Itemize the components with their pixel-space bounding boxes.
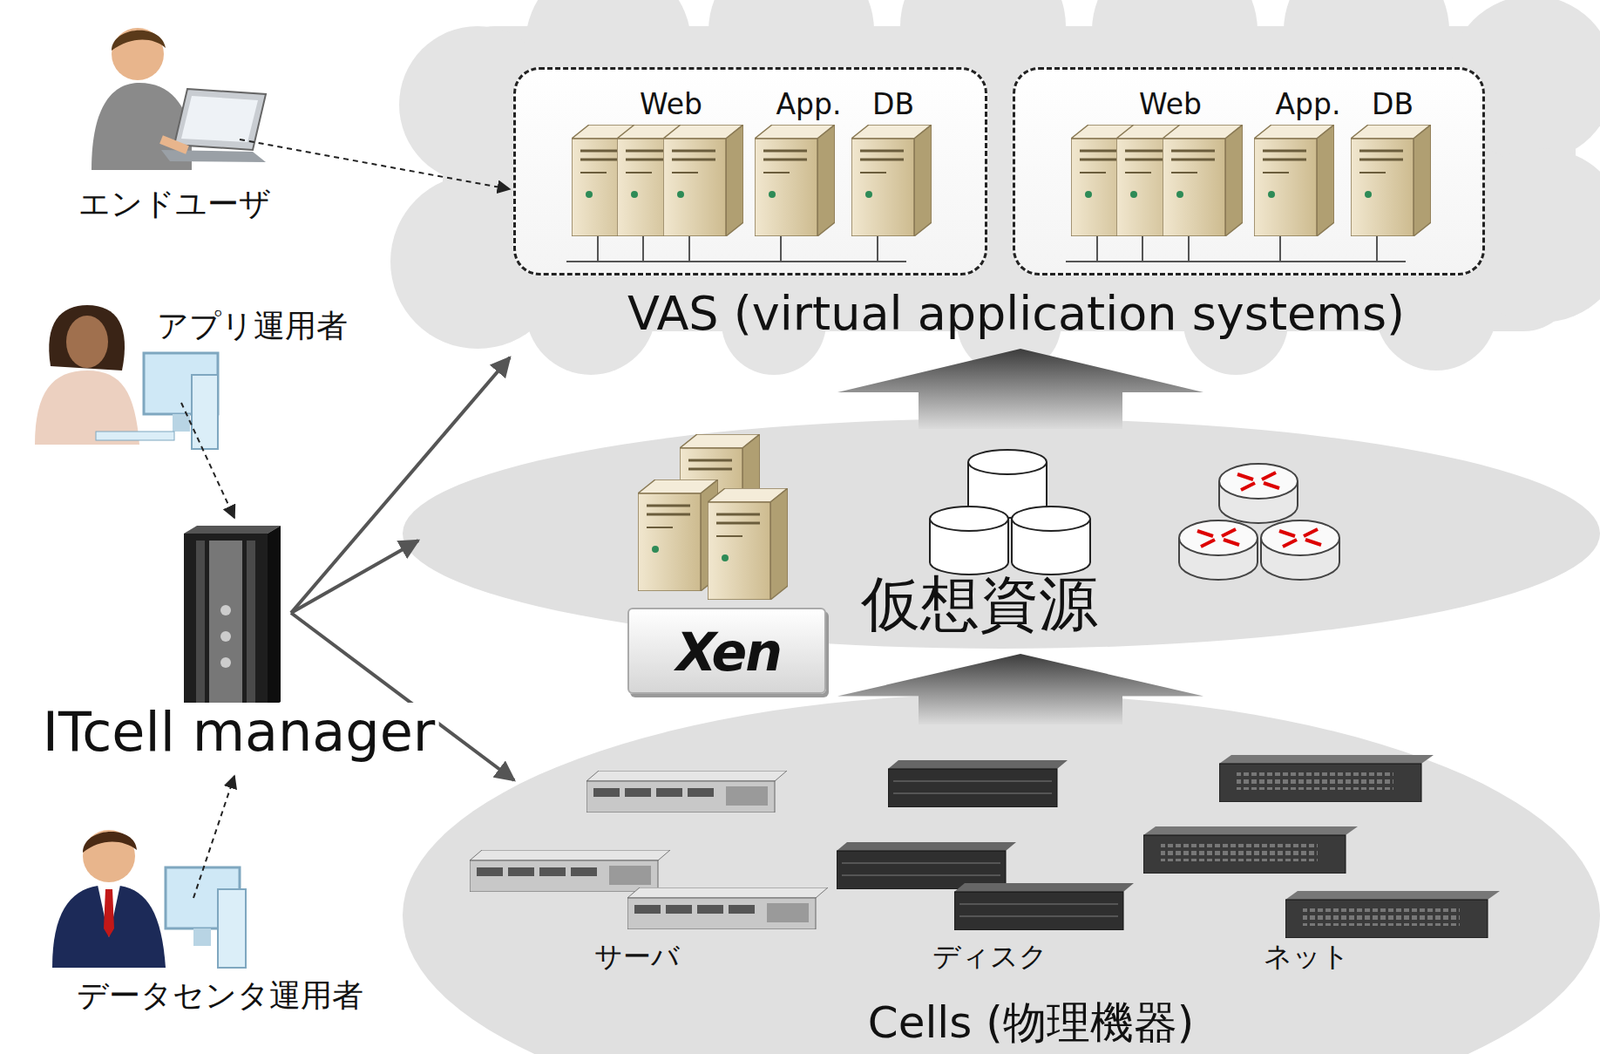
node-label: DB bbox=[1371, 88, 1414, 121]
user-figure: データセンタ運用者 bbox=[34, 810, 410, 1020]
node-label: ITcell manager bbox=[39, 702, 440, 762]
device-label: サーバ bbox=[594, 941, 680, 972]
manager-node: ITcell manager bbox=[6, 521, 478, 773]
xen-logo: Xen bbox=[627, 607, 827, 694]
node-label: データセンタ運用者 bbox=[76, 977, 364, 1013]
device-label: ネット bbox=[1263, 941, 1350, 972]
node-label: Web bbox=[1138, 88, 1202, 121]
cloud-region: VAS (virtual application systems) Web App.… bbox=[407, 0, 1600, 362]
connector-arrow bbox=[181, 402, 235, 518]
node-label: Cells (物理機器) bbox=[867, 998, 1194, 1047]
resource-layer: 仮想資源Xen bbox=[402, 418, 1600, 649]
manager-rack bbox=[183, 525, 281, 710]
node-label: Xen bbox=[676, 623, 781, 681]
connector-arrow bbox=[291, 540, 419, 613]
node-label: App. bbox=[776, 88, 842, 121]
vas-group: Web App. DB bbox=[1012, 67, 1485, 276]
connector-arrow bbox=[193, 775, 235, 898]
end-user-figure bbox=[91, 27, 266, 170]
user-figure: アプリ運用者 bbox=[26, 300, 393, 458]
node-label: VAS (virtual application systems) bbox=[627, 287, 1405, 339]
dc-operator-figure bbox=[52, 829, 246, 968]
vas-group: Web App. DB bbox=[513, 67, 988, 276]
node-label: アプリ運用者 bbox=[156, 308, 348, 344]
node-label: 仮想資源 bbox=[861, 571, 1099, 638]
node-label: Web bbox=[639, 88, 703, 121]
user-figure: エンドユーザ bbox=[52, 13, 314, 231]
cells-layer: Cells (物理機器) bbox=[402, 693, 1600, 1054]
node-label: App. bbox=[1275, 88, 1342, 121]
node-label: DB bbox=[872, 88, 915, 121]
device-label: ディスク bbox=[932, 941, 1048, 972]
node-label: エンドユーザ bbox=[78, 186, 272, 222]
